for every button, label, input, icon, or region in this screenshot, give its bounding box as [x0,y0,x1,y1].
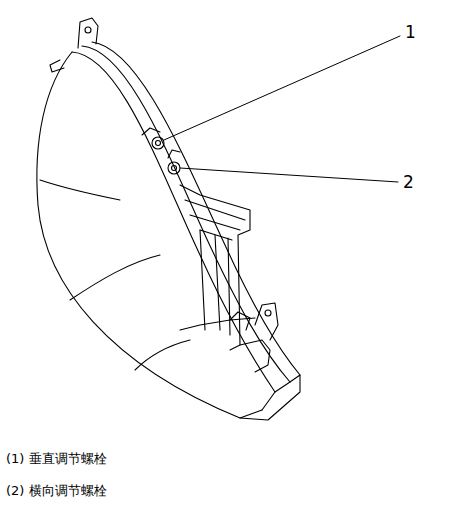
vertical-adjust-bolt [152,137,164,149]
horizontal-adjust-bolt [172,166,177,171]
mounting-hole [265,310,271,316]
callout-number: 2 [403,172,414,192]
lens-contour [135,340,190,370]
housing-rib [200,230,230,335]
mounting-tab [78,18,98,48]
leader-line [180,168,398,182]
lens-contour [70,255,160,300]
bezel-edge [180,318,255,330]
legend-text: (1) 垂直调节螺栓 [6,451,107,467]
bezel-edge [92,42,300,375]
bolt-bracket [142,128,160,135]
vertical-adjust-bolt [156,141,161,146]
horizontal-adjust-bolt [168,162,180,174]
bezel-bottom [240,375,300,420]
mounting-tab [255,303,278,340]
housing [180,185,250,350]
lens-outline [37,52,262,418]
bezel-edge [72,52,275,392]
leader-line [164,36,400,140]
clip [230,312,250,330]
clip [50,60,64,72]
lens-contour [40,180,120,200]
callout-number: 1 [405,22,416,42]
bezel-edge [82,46,290,382]
housing [185,200,245,240]
housing [240,340,270,372]
bolt-bracket [168,150,180,158]
legend-text: (2) 横向调节螺栓 [6,483,107,499]
mounting-hole [85,27,91,33]
